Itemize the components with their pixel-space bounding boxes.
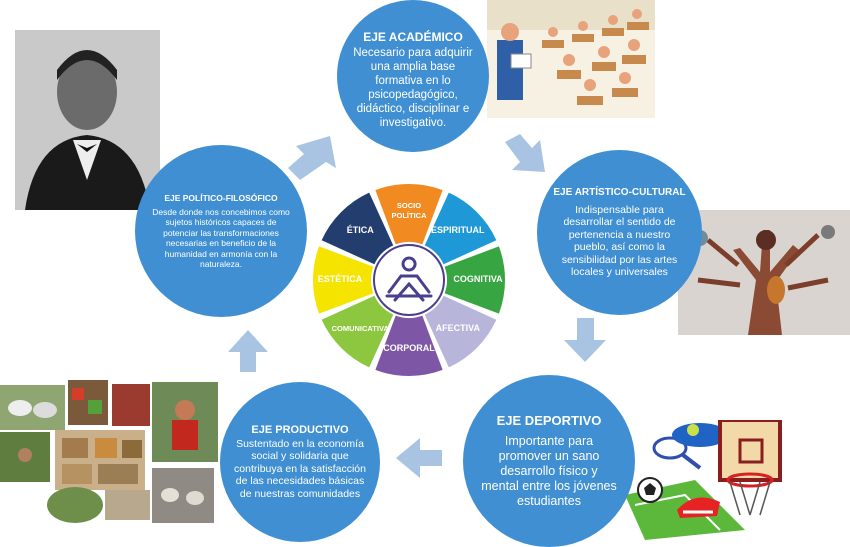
axis-artistico-title: EJE ARTÍSTICO-CULTURAL [553, 186, 686, 198]
wheel-segment-6 [313, 246, 374, 314]
axis-deportivo: EJE DEPORTIVO Importante para promover u… [463, 375, 635, 547]
wheel-label-6: ESTÉTICA [318, 274, 363, 284]
axis-politico-text: Desde donde nos concebimos como sujetos … [152, 206, 290, 270]
axis-academico-title: EJE ACADÉMICO [363, 30, 463, 44]
arrow-deportivo-to-productivo [396, 438, 442, 478]
arrow-politico-to-academico [288, 136, 336, 180]
wheel-segment-2 [444, 246, 505, 314]
wheel-center [373, 244, 445, 316]
axis-deportivo-text: Importante para promover un sano desarro… [481, 434, 617, 508]
axis-productivo-title: EJE PRODUCTIVO [251, 423, 349, 436]
wheel-segment-3 [424, 295, 497, 368]
arrow-productivo-to-politico [228, 330, 268, 372]
wheel-label-7: ÉTICA [347, 226, 375, 236]
arrow-academico-to-artistico [505, 134, 545, 172]
arrow-artistico-to-deportivo [564, 318, 606, 362]
wheel-label-1: ESPIRITUAL [431, 226, 485, 236]
axis-politico: EJE POLÍTICO-FILOSÓFICO Desde donde nos … [135, 145, 307, 317]
axis-deportivo-title: EJE DEPORTIVO [496, 413, 602, 428]
axis-productivo-text: Sustentado en la economía social y solid… [234, 437, 366, 500]
axis-artistico-text: Indispensable para desarrollar el sentid… [561, 203, 678, 279]
wheel-label-3: AFECTIVA [436, 323, 481, 333]
wheel-segment-4 [375, 315, 443, 376]
wheel-segment-7 [321, 192, 394, 265]
wheel-label-2: COGNITIVA [453, 274, 503, 284]
wheel-label-4: CORPORAL [383, 343, 435, 353]
axis-politico-title: EJE POLÍTICO-FILOSÓFICO [164, 192, 278, 203]
sports-clipart [625, 418, 795, 540]
axis-academico: EJE ACADÉMICO Necesario para adquirir un… [337, 0, 489, 152]
wheel-label-5: COMUNICATIVA [332, 324, 390, 333]
cultural-tree-artwork [678, 210, 850, 335]
productive-collage [0, 380, 218, 525]
axis-academico-text: Necesario para adquirir una amplia base … [353, 47, 473, 129]
axis-productivo: EJE PRODUCTIVO Sustentado en la economía… [220, 382, 380, 542]
wheel-segment-0 [375, 184, 443, 245]
meditating-figure-icon [385, 256, 433, 302]
wheel-segment-1 [424, 192, 497, 265]
portrait-photo [15, 30, 160, 210]
classroom-illustration [487, 0, 655, 118]
axis-artistico: EJE ARTÍSTICO-CULTURAL Indispensable par… [537, 150, 702, 315]
wheel-segment-5 [321, 295, 394, 368]
